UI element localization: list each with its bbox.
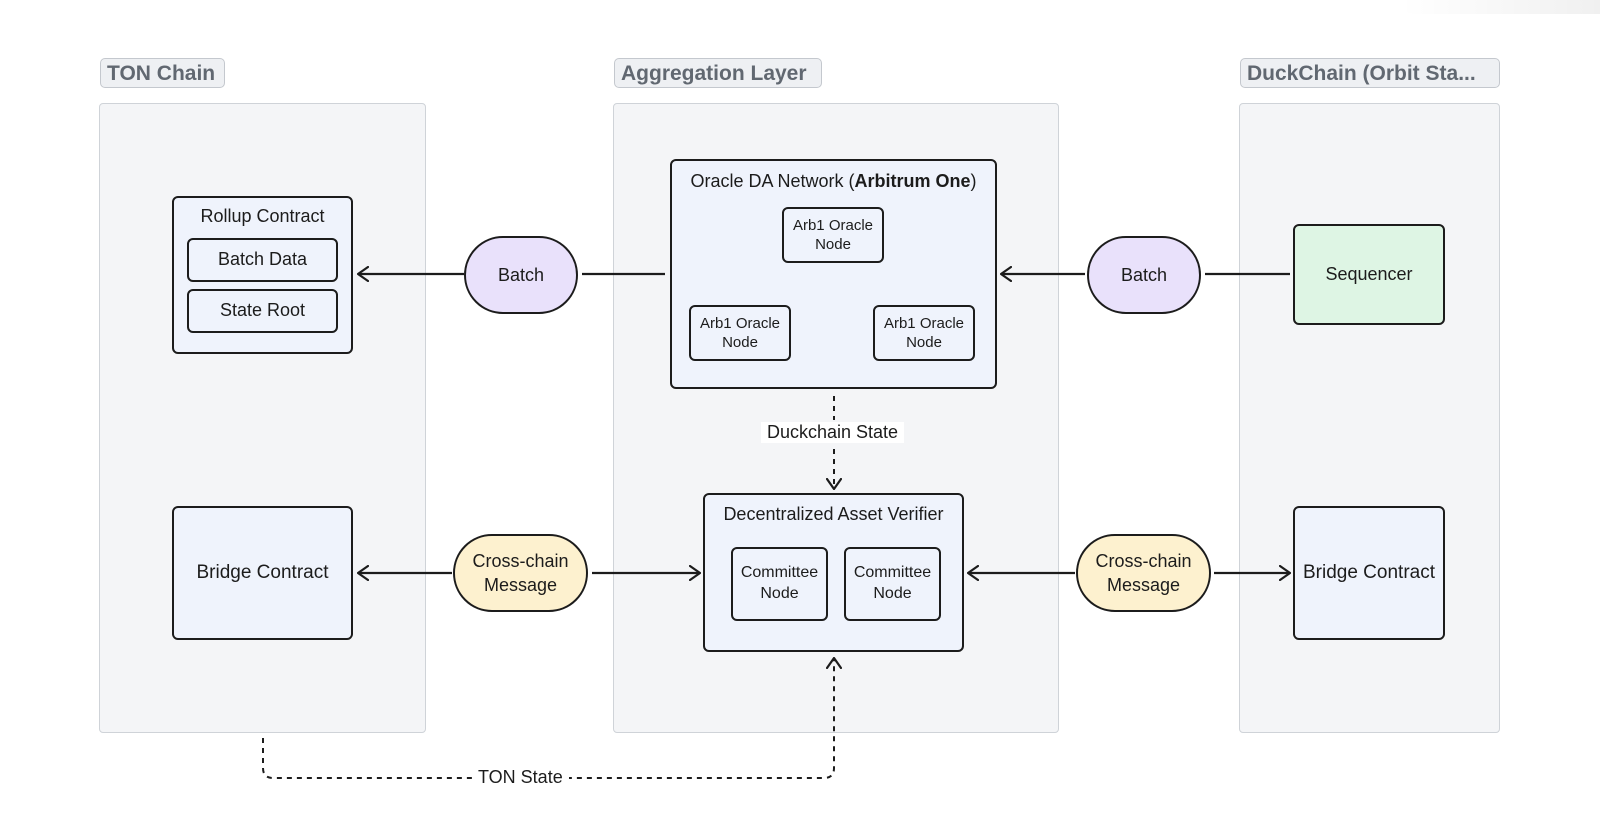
batch-pill-right[interactable]: Batch xyxy=(1087,236,1201,314)
column-title-ton: TON Chain xyxy=(100,58,225,88)
cross-chain-message-pill-right[interactable]: Cross-chain Message xyxy=(1076,534,1211,612)
committee-node-right[interactable]: Committee Node xyxy=(844,547,941,621)
oracle-node-left[interactable]: Arb1 Oracle Node xyxy=(689,305,791,361)
sequencer[interactable]: Sequencer xyxy=(1293,224,1445,325)
ton-bridge-contract[interactable]: Bridge Contract xyxy=(172,506,353,640)
ton-state-label: TON State xyxy=(472,767,569,788)
column-title-aggregation: Aggregation Layer xyxy=(614,58,822,88)
batch-pill-left[interactable]: Batch xyxy=(464,236,578,314)
oracle-node-right[interactable]: Arb1 Oracle Node xyxy=(873,305,975,361)
state-root-item[interactable]: State Root xyxy=(187,289,338,333)
duckchain-state-label: Duckchain State xyxy=(761,422,905,443)
batch-data-item[interactable]: Batch Data xyxy=(187,238,338,282)
decentralized-asset-verifier[interactable]: Decentralized Asset Verifier Committee N… xyxy=(703,493,964,652)
oracle-da-network-title: Oracle DA Network (Arbitrum One) xyxy=(690,171,977,191)
oracle-node-top[interactable]: Arb1 Oracle Node xyxy=(782,207,884,263)
rollup-contract[interactable]: Rollup Contract Batch Data State Root xyxy=(172,196,353,354)
cross-chain-message-pill-left[interactable]: Cross-chain Message xyxy=(453,534,588,612)
column-title-duckchain: DuckChain (Orbit Sta... xyxy=(1240,58,1500,88)
edge-ton-state xyxy=(262,658,834,779)
duckchain-bridge-contract[interactable]: Bridge Contract xyxy=(1293,506,1445,640)
corner-shadow xyxy=(1400,0,1600,14)
verifier-title: Decentralized Asset Verifier xyxy=(723,504,944,524)
rollup-contract-title: Rollup Contract xyxy=(200,206,325,226)
committee-node-left[interactable]: Committee Node xyxy=(731,547,828,621)
